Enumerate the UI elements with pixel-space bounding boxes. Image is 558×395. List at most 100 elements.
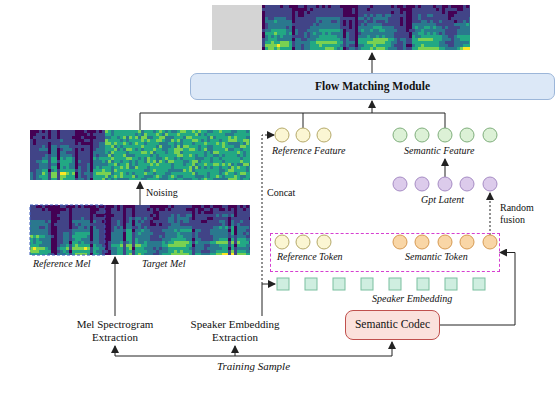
spectrogram-cell — [66, 169, 69, 172]
spectrogram-cell — [262, 5, 265, 8]
spectrogram-cell — [168, 145, 171, 148]
spectrogram-cell — [123, 163, 126, 166]
spectrogram-cell — [186, 154, 189, 157]
spectrogram-cell — [457, 47, 460, 50]
spectrogram-cell — [135, 175, 138, 178]
spectrogram-cell — [427, 11, 430, 14]
spectrogram-cell — [271, 8, 274, 11]
spectrogram-cell — [114, 154, 117, 157]
spectrogram-cell — [391, 26, 394, 29]
spectrogram-cell — [424, 23, 427, 26]
spectrogram-cell — [159, 175, 162, 178]
spectrogram-cell — [132, 163, 135, 166]
spectrogram-cell — [39, 142, 42, 145]
spectrogram-cell — [126, 130, 129, 133]
spectrogram-cell — [271, 11, 274, 14]
spectrogram-cell — [367, 23, 370, 26]
spectrogram-cell — [382, 23, 385, 26]
spectrogram-cell — [147, 154, 150, 157]
spectrogram-cell — [436, 14, 439, 17]
spectrogram-cell — [319, 35, 322, 38]
spectrogram-cell — [81, 136, 84, 139]
spectrogram-cell — [48, 142, 51, 145]
spectrogram-cell — [352, 38, 355, 41]
spectrogram-cell — [316, 26, 319, 29]
spectrogram-cell — [57, 145, 60, 148]
spectrogram-cell — [72, 130, 75, 133]
spectrogram-cell — [409, 5, 412, 8]
spectrogram-cell — [262, 20, 265, 23]
spectrogram-cell — [292, 26, 295, 29]
spectrogram-cell — [364, 29, 367, 32]
spectrogram-cell — [295, 26, 298, 29]
spectrogram-cell — [460, 29, 463, 32]
spectrogram-cell — [355, 20, 358, 23]
spectrogram-cell — [274, 32, 277, 35]
spectrogram-cell — [156, 163, 159, 166]
spectrogram-cell — [400, 26, 403, 29]
spectrogram-cell — [364, 14, 367, 17]
spectrogram-cell — [129, 145, 132, 148]
spectrogram-cell — [397, 23, 400, 26]
spectrogram-cell — [114, 166, 117, 169]
spectrogram-cell — [126, 178, 129, 180]
spectrogram-cell — [328, 14, 331, 17]
spectrogram-cell — [189, 142, 192, 145]
spectrogram-cell — [409, 11, 412, 14]
spectrogram-cell — [385, 26, 388, 29]
spectrogram-cell — [96, 178, 99, 180]
spectrogram-cell — [123, 172, 126, 175]
spectrogram-cell — [147, 130, 150, 133]
spectrogram-cell — [400, 5, 403, 8]
spectrogram-cell — [141, 148, 144, 151]
spectrogram-cell — [93, 136, 96, 139]
spectrogram-cell — [433, 29, 436, 32]
spectrogram-cell — [280, 20, 283, 23]
spectrogram-cell — [123, 160, 126, 163]
spectrogram-cell — [99, 136, 102, 139]
spectrogram-cell — [30, 139, 33, 142]
spectrogram-cell — [102, 163, 105, 166]
spectrogram-cell — [171, 142, 174, 145]
spectrogram-cell — [171, 148, 174, 151]
spectrogram-cell — [322, 8, 325, 11]
spectrogram-cell — [60, 160, 63, 163]
spectrogram-cell — [373, 23, 376, 26]
spectrogram-cell — [144, 175, 147, 178]
spectrogram-cell — [75, 169, 78, 172]
spectrogram-cell — [174, 145, 177, 148]
spectrogram-cell — [144, 172, 147, 175]
spectrogram-cell — [466, 11, 469, 14]
spectrogram-cell — [138, 178, 141, 180]
spectrogram-cell — [75, 130, 78, 133]
spectrogram-cell — [409, 14, 412, 17]
spectrogram-cell — [156, 151, 159, 154]
spectrogram-cell — [33, 130, 36, 133]
spectrogram-cell — [412, 38, 415, 41]
spectrogram-cell — [120, 163, 123, 166]
spectrogram-cell — [388, 5, 391, 8]
spectrogram-cell — [415, 23, 418, 26]
spectrogram-cell — [271, 26, 274, 29]
spectrogram-cell — [132, 169, 135, 172]
spectrogram-cell — [135, 169, 138, 172]
spectrogram-cell — [81, 175, 84, 178]
spectrogram-cell — [57, 160, 60, 163]
spectrogram-cell — [280, 32, 283, 35]
spectrogram-cell — [138, 142, 141, 145]
spectrogram-cell — [171, 151, 174, 154]
spectrogram-cell — [51, 175, 54, 178]
spectrogram-cell — [346, 38, 349, 41]
spectrogram-cell — [69, 151, 72, 154]
spectrogram-cell — [436, 26, 439, 29]
spectrogram-cell — [355, 23, 358, 26]
spectrogram-cell — [36, 166, 39, 169]
spectrogram-cell — [84, 169, 87, 172]
spectrogram-cell — [135, 145, 138, 148]
spectrogram-cell — [307, 41, 310, 44]
spectrogram-cell — [114, 139, 117, 142]
spectrogram-cell — [78, 145, 81, 148]
spectrogram-cell — [48, 154, 51, 157]
spectrogram-cell — [96, 142, 99, 145]
spectrogram-cell — [96, 166, 99, 169]
